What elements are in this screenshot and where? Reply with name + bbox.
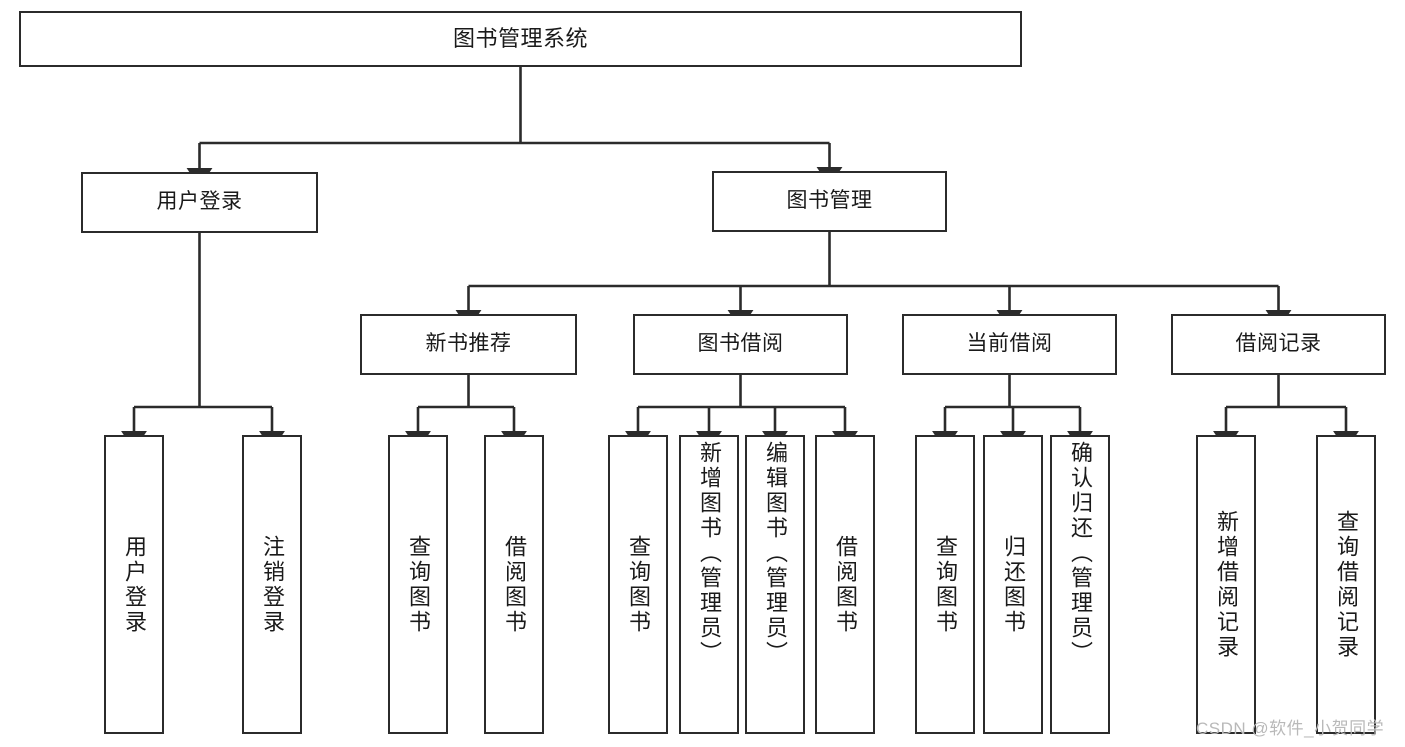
node-leaf-query-book-3[interactable]: 查询图书 (915, 435, 975, 734)
node-current-borrow[interactable]: 当前借阅 (902, 314, 1117, 375)
node-user-login[interactable]: 用户登录 (81, 172, 318, 233)
node-label: 新书推荐 (425, 332, 512, 356)
node-label: 新增借阅记录 (1214, 509, 1239, 660)
node-label: 查询图书 (933, 534, 958, 635)
node-leaf-edit-book[interactable]: 编辑图书（管理员） (745, 435, 805, 734)
node-leaf-add-book[interactable]: 新增图书（管理员） (679, 435, 739, 734)
node-leaf-borrow-book-1[interactable]: 借阅图书 (484, 435, 544, 734)
node-label: 查询图书 (406, 534, 431, 635)
node-label: 用户登录 (156, 190, 243, 214)
csdn-watermark: CSDN @软件_小贺同学 (1196, 719, 1385, 738)
node-book-borrow[interactable]: 图书借阅 (633, 314, 848, 375)
node-label: 当前借阅 (966, 332, 1053, 356)
node-new-book-rec[interactable]: 新书推荐 (360, 314, 577, 375)
node-label: 查询借阅记录 (1334, 509, 1359, 660)
node-label: 图书借阅 (697, 332, 784, 356)
node-label: 编辑图书（管理员） (763, 441, 788, 666)
node-label: 用户登录 (122, 534, 147, 635)
node-label: 查询图书 (626, 534, 651, 635)
node-label: 图书管理系统 (452, 26, 588, 52)
node-label: 注销登录 (260, 534, 285, 635)
node-leaf-query-record[interactable]: 查询借阅记录 (1316, 435, 1376, 734)
node-label: 确认归还（管理员） (1068, 441, 1093, 666)
node-root[interactable]: 图书管理系统 (19, 11, 1022, 67)
node-leaf-confirm-return[interactable]: 确认归还（管理员） (1050, 435, 1110, 734)
node-label: 借阅图书 (833, 534, 858, 635)
node-leaf-user-logout[interactable]: 注销登录 (242, 435, 302, 734)
node-leaf-return-book[interactable]: 归还图书 (983, 435, 1043, 734)
node-label: 新增图书（管理员） (697, 441, 722, 666)
node-book-manage[interactable]: 图书管理 (712, 171, 947, 232)
node-label: 借阅图书 (502, 534, 527, 635)
node-leaf-query-book-1[interactable]: 查询图书 (388, 435, 448, 734)
node-label: 图书管理 (786, 189, 873, 213)
node-leaf-borrow-book-2[interactable]: 借阅图书 (815, 435, 875, 734)
node-leaf-user-login[interactable]: 用户登录 (104, 435, 164, 734)
node-leaf-query-book-2[interactable]: 查询图书 (608, 435, 668, 734)
node-borrow-record[interactable]: 借阅记录 (1171, 314, 1386, 375)
node-leaf-add-record[interactable]: 新增借阅记录 (1196, 435, 1256, 734)
node-label: 归还图书 (1001, 534, 1026, 635)
node-label: 借阅记录 (1235, 332, 1322, 356)
